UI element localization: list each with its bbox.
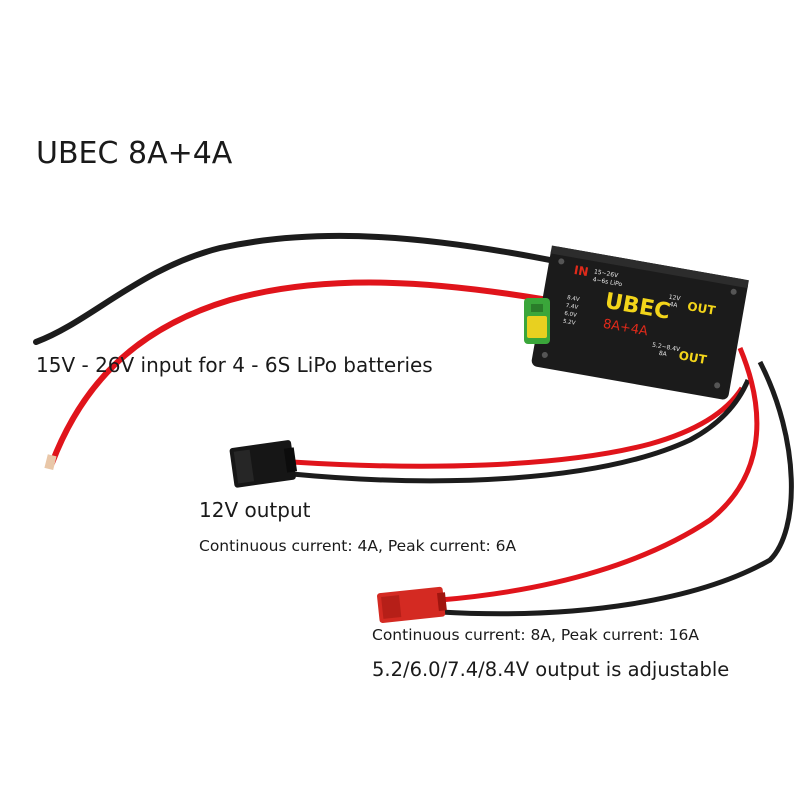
output-adjustable-range: 5.2/6.0/7.4/8.4V output is adjustable: [372, 658, 730, 681]
module-out1-amp: 4A: [669, 301, 679, 309]
module-out2-amp: 8A: [658, 350, 668, 358]
module-out1-label: OUT: [686, 299, 717, 318]
module-out1-volt: 12V: [668, 294, 682, 303]
module-in-range: 15~26V: [593, 268, 619, 279]
module-switch-opt-3: 5.2V: [562, 319, 576, 327]
input-red-wire: [49, 279, 551, 466]
module-switch-opt-2: 6.0V: [564, 311, 578, 319]
page-title: UBEC 8A+4A: [36, 136, 233, 171]
output-adj-red-wire: [439, 347, 760, 603]
output-adj-black-wire: [439, 360, 794, 617]
module-in-label: IN: [573, 263, 590, 279]
servo-connector: [229, 440, 298, 488]
output-12v-spec: Continuous current: 4A, Peak current: 6A: [199, 537, 517, 555]
module-out2-volt: 5.2~8.4V: [652, 342, 682, 354]
jst-connector: [377, 586, 447, 623]
output-12v-title: 12V output: [199, 498, 311, 522]
module-switch-opt-1: 7.4V: [565, 303, 579, 311]
output-12v-red-wire: [291, 386, 745, 469]
voltage-selector-switch: [524, 298, 550, 344]
module-out2-label: OUT: [678, 348, 709, 367]
input-black-wire: [33, 232, 563, 345]
input-caption: 15V - 26V input for 4 - 6S LiPo batterie…: [36, 353, 433, 377]
output-adjustable-spec: Continuous current: 8A, Peak current: 16…: [372, 626, 699, 644]
module-switch-opt-0: 8.4V: [567, 295, 581, 303]
ubec-module: IN 15~26V 4~6s LiPo 12V 4A OUT UBEC 8A+4…: [531, 245, 749, 400]
output-12v-black-wire: [291, 379, 751, 484]
input-red-wire-tip: [44, 454, 57, 471]
